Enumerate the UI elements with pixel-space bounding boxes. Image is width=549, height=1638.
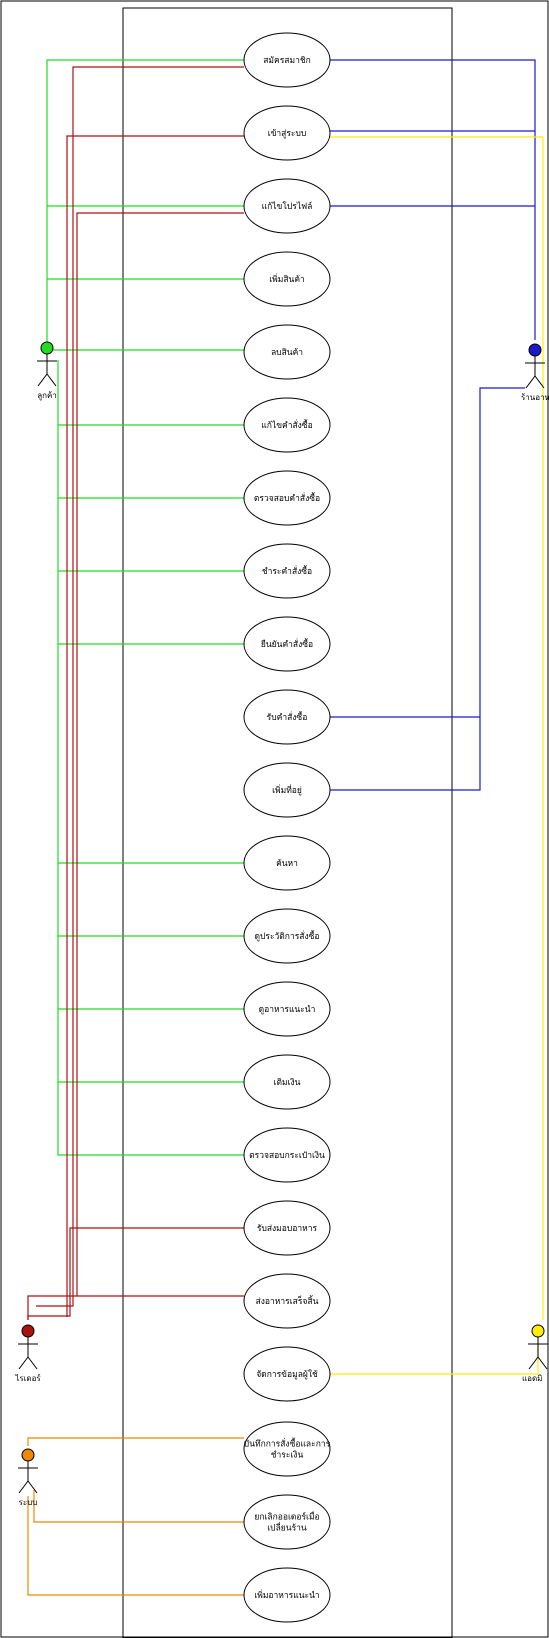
actor-right-leg [538,1357,547,1369]
use-case-uc5[interactable]: ลบสินค้า [244,325,330,379]
use-case-uc8[interactable]: ชำระคำสั่งซื้อ [244,544,330,598]
use-case-label: เข้าสู่ระบบ [268,128,307,139]
actor-right-leg [47,374,56,386]
use-case-uc11[interactable]: เพิ่มที่อยู่ [244,763,330,817]
use-case-label: จัดการข้อมูลผู้ใช้ [256,1369,318,1380]
system-association-line [28,1438,244,1446]
use-case-label: ชำระคำสั่งซื้อ [262,565,312,577]
admin-association-line [330,1345,538,1374]
use-case-uc9[interactable]: ยืนยันคำสั่งซื้อ [244,617,330,671]
use-case-uc17[interactable]: รับส่งมอบอาหาร [244,1201,330,1255]
use-case-label: บันทึกการสั่งซื้อและการ [244,1438,331,1450]
use-case-uc7[interactable]: ตรวจสอบคำสั่งซื้อ [244,471,330,525]
use-case-uc14[interactable]: ดูอาหารแนะนำ [244,982,330,1036]
restaurant-association-line [330,388,525,790]
actor-head-icon [532,1325,544,1337]
actor-label: ไรเดอร์ [14,1373,41,1383]
actor-head-icon [22,1325,34,1337]
use-case-uc2[interactable]: เข้าสู่ระบบ [244,106,330,160]
use-case-label: ยกเลิกออเดอร์เมื่อ [254,1511,319,1523]
actor-left-leg [19,1357,28,1369]
actor-system[interactable]: ระบบ [18,1449,38,1507]
use-case-label: ส่งอาหารเสร็จสิ้น [256,1295,319,1307]
rider-association-line [77,213,244,1296]
actor-left-leg [529,1357,538,1369]
use-case-uc10[interactable]: รับคำสั่งซื้อ [244,690,330,744]
use-case-uc15[interactable]: เติมเงิน [244,1055,330,1109]
actor-label: ลูกค้า [37,391,57,401]
use-case-label: เพิ่มที่อยู่ [272,784,302,796]
use-case-label: เพิ่มสินค้า [269,273,305,285]
use-case-label: ดูประวัติการสั่งซื้อ [254,930,319,942]
actor-right-leg [28,1357,37,1369]
use-case-uc13[interactable]: ดูประวัติการสั่งซื้อ [244,909,330,963]
actor-left-leg [38,374,47,386]
actor-left-leg [526,376,535,388]
use-case-label: ยืนยันคำสั่งซื้อ [261,638,313,650]
use-case-label: ลบสินค้า [271,347,303,358]
use-case-label: รับส่งมอบอาหาร [257,1224,318,1234]
use-case-label: ตรวจสอบคำสั่งซื้อ [254,492,320,504]
actor-right-leg [28,1481,37,1493]
use-case-label: ตรวจสอบกระเป๋าเงิน [249,1151,325,1161]
use-case-label: เปลี่ยนร้าน [267,1522,307,1534]
system-association-line [34,1490,244,1522]
actor-label: แอดมิ [522,1374,542,1383]
use-case-label: รับคำสั่งซื้อ [267,711,308,723]
use-case-label: แก้ไขโปรไฟล์ [262,201,313,212]
actor-head-icon [41,342,53,354]
actor-customer[interactable]: ลูกค้า [37,342,57,401]
actor-left-leg [19,1481,28,1493]
admin-association-line [330,137,543,1320]
actor-admin[interactable]: แอดมิ [522,1325,548,1383]
rider-association-line [67,136,244,1317]
actor-restaurant[interactable]: ร้านอาหา [521,344,549,402]
use-case-label: ดูอาหารแนะนำ [259,1005,316,1015]
use-case-uc4[interactable]: เพิ่มสินค้า [244,252,330,306]
restaurant-association-line [330,60,535,340]
system-association-line [28,1496,244,1595]
use-case-uc12[interactable]: ค้นหา [244,836,330,890]
customer-association-line [58,360,244,1155]
actor-head-icon [529,344,541,356]
use-case-uc1[interactable]: สมัครสมาชิก [244,33,330,87]
use-case-uc18[interactable]: ส่งอาหารเสร็จสิ้น [244,1274,330,1328]
use-case-label: แก้ไขคำสั่งซื้อ [261,419,312,431]
use-case-uc3[interactable]: แก้ไขโปรไฟล์ [244,179,330,233]
actor-label: ร้านอาหา [521,393,549,402]
actor-label: ระบบ [19,1498,38,1507]
use-case-uc19[interactable]: จัดการข้อมูลผู้ใช้ [244,1347,330,1401]
use-case-label: เติมเงิน [274,1078,301,1088]
use-case-uc16[interactable]: ตรวจสอบกระเป๋าเงิน [244,1128,330,1182]
use-case-label: สมัครสมาชิก [263,56,311,66]
use-case-label: เพิ่มอาหารแนะนำ [254,1589,319,1601]
actor-head-icon [22,1449,34,1461]
use-case-uc6[interactable]: แก้ไขคำสั่งซื้อ [244,398,330,452]
actor-rider[interactable]: ไรเดอร์ [14,1325,41,1383]
use-case-label: ชำระเงิน [271,1451,304,1461]
use-case-label: ค้นหา [276,858,298,869]
use-case-uc22[interactable]: เพิ่มอาหารแนะนำ [244,1568,330,1622]
